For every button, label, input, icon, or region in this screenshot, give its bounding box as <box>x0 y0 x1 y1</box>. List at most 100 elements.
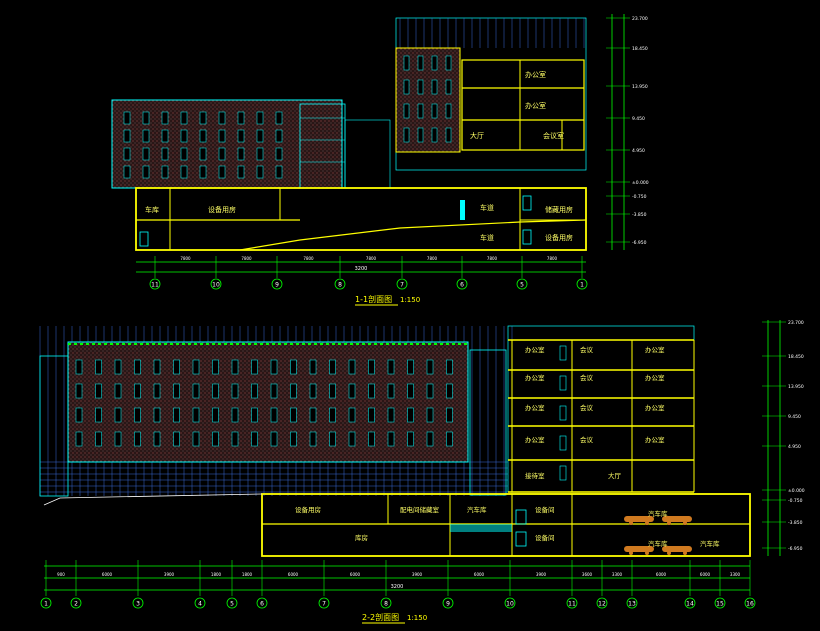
window <box>329 407 336 423</box>
axis-label: 8 <box>384 601 388 608</box>
window <box>218 129 226 143</box>
window <box>237 147 245 161</box>
car <box>624 546 654 552</box>
axis-bubble <box>40 597 52 609</box>
span-dim: 7800 <box>241 256 252 261</box>
axis-bubble <box>210 278 222 290</box>
window <box>134 407 141 423</box>
window <box>212 431 219 447</box>
window <box>237 165 245 179</box>
axis-bubble <box>132 597 144 609</box>
axis-bubble <box>566 597 578 609</box>
window <box>407 407 414 423</box>
section-1-basement <box>135 187 587 251</box>
s1-total-dim: 3200 <box>355 266 368 272</box>
axis-bubble <box>318 597 330 609</box>
window <box>114 359 122 375</box>
window <box>180 165 188 179</box>
window <box>134 383 141 399</box>
elev-label: 9.450 <box>632 116 645 122</box>
span-dim: 3600 <box>582 572 593 577</box>
window <box>417 55 424 71</box>
window <box>446 359 453 375</box>
span-dim: 1800 <box>211 572 222 577</box>
window <box>231 359 239 375</box>
elev-label: -6.950 <box>788 546 803 552</box>
elev-label: -3.850 <box>788 520 803 526</box>
axis-bubble <box>194 597 206 609</box>
window <box>134 359 141 375</box>
axis-label: 10 <box>212 282 220 289</box>
window <box>218 111 226 125</box>
right-block-grid <box>399 18 585 48</box>
window <box>199 147 207 161</box>
window <box>446 383 453 399</box>
window <box>309 383 317 399</box>
window <box>218 147 226 161</box>
window <box>199 111 207 125</box>
s2-basement <box>43 493 751 557</box>
elev-label: 23.700 <box>632 16 648 22</box>
span-dim: 6000 <box>700 572 711 577</box>
span-dim: 1800 <box>242 572 253 577</box>
window <box>403 55 410 71</box>
elev-label: -6.950 <box>632 240 647 246</box>
window <box>251 359 258 375</box>
elev-label: -3.850 <box>632 212 647 218</box>
left-block-facade <box>111 99 391 189</box>
elev-label: 4.950 <box>788 444 801 450</box>
span-dim: 7800 <box>303 256 314 261</box>
axis-label: 7 <box>400 282 404 289</box>
car-wheel <box>667 521 671 525</box>
elev-label: 4.950 <box>632 148 645 154</box>
window <box>173 407 180 423</box>
axis-bubble <box>271 278 283 290</box>
window <box>387 431 395 447</box>
window <box>431 79 438 95</box>
room-label: 会议 <box>580 345 594 354</box>
window <box>180 147 188 161</box>
span-dim: 900 <box>57 572 65 577</box>
window <box>212 407 219 423</box>
window <box>275 147 283 161</box>
elev-label: 9.450 <box>788 414 801 420</box>
right-tall-block <box>395 17 587 171</box>
span-dim: 7800 <box>487 256 498 261</box>
axis-label: 7 <box>322 601 326 608</box>
window <box>309 359 317 375</box>
axis-label: 2 <box>74 601 78 608</box>
window <box>431 55 438 71</box>
axis-bubble <box>396 278 408 290</box>
window <box>251 431 258 447</box>
room-label: 办公室 <box>525 373 545 382</box>
elev-label: 13.950 <box>632 84 648 90</box>
window <box>270 407 278 423</box>
room-label: 设备间 <box>535 533 555 542</box>
window <box>275 165 283 179</box>
window <box>270 383 278 399</box>
s2-facade-windows <box>75 359 453 447</box>
axis-bubble <box>442 597 454 609</box>
room-label: 办公室 <box>645 403 665 412</box>
window <box>95 407 102 423</box>
window <box>134 431 141 447</box>
window <box>251 383 258 399</box>
window <box>192 359 200 375</box>
stair-door <box>559 345 567 361</box>
span-dim: 6000 <box>474 572 485 577</box>
window <box>403 79 410 95</box>
axis-label: 4 <box>198 601 202 608</box>
span-dim: 3300 <box>612 572 623 577</box>
axis-label: 1 <box>580 282 584 289</box>
room-label: 汽车库 <box>648 539 668 548</box>
window <box>290 383 297 399</box>
window <box>95 359 102 375</box>
elev-label: ±0.000 <box>632 180 649 186</box>
span-dim: 7800 <box>366 256 377 261</box>
window <box>75 383 83 399</box>
window <box>237 129 245 143</box>
window <box>161 129 169 143</box>
axis-bubble <box>504 597 516 609</box>
window <box>142 165 150 179</box>
